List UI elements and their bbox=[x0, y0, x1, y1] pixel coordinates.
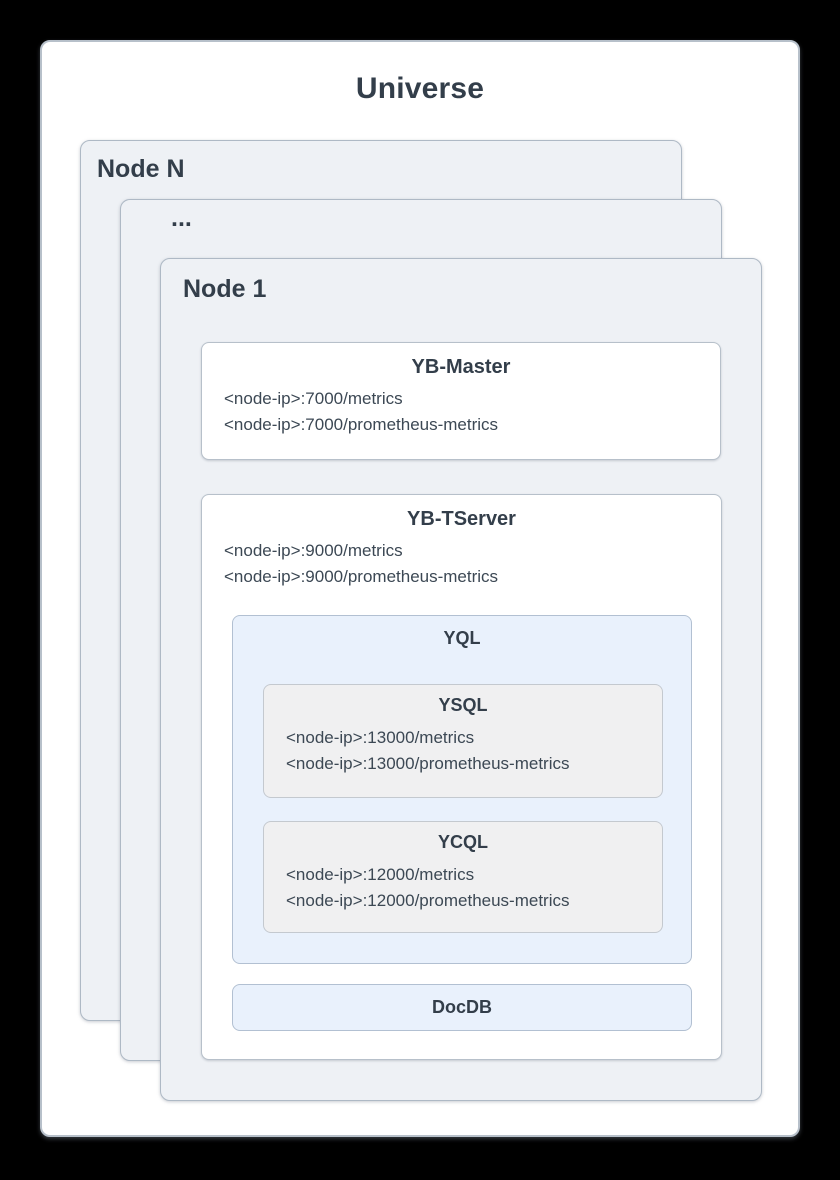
ysql-box: YSQL <node-ip>:13000/metrics <node-ip>:1… bbox=[263, 684, 663, 798]
ycql-endpoint-metrics: <node-ip>:12000/metrics bbox=[286, 865, 475, 884]
ycql-title: YCQL bbox=[437, 832, 488, 852]
node-n-label: Node N bbox=[97, 155, 185, 183]
node-1-box: Node 1 YB-Master <node-ip>:7000/metrics … bbox=[160, 258, 762, 1101]
yb-tserver-box: YB-TServer <node-ip>:9000/metrics <node-… bbox=[201, 494, 722, 1060]
ysql-endpoint-prometheus: <node-ip>:13000/prometheus-metrics bbox=[286, 754, 570, 773]
universe-container: Universe Node N ... Node 1 YB-Master <no… bbox=[40, 40, 800, 1137]
yb-tserver-endpoint-prometheus: <node-ip>:9000/prometheus-metrics bbox=[224, 567, 499, 586]
yb-master-title: YB-Master bbox=[411, 356, 511, 378]
ycql-box: YCQL <node-ip>:12000/metrics <node-ip>:1… bbox=[263, 821, 663, 933]
universe-title: Universe bbox=[355, 72, 485, 105]
yb-tserver-endpoints: <node-ip>:9000/metrics <node-ip>:9000/pr… bbox=[202, 538, 721, 590]
ycql-endpoints: <node-ip>:12000/metrics <node-ip>:12000/… bbox=[264, 862, 662, 914]
yb-master-endpoint-prometheus: <node-ip>:7000/prometheus-metrics bbox=[224, 415, 499, 434]
node-ellipsis-label: ... bbox=[171, 204, 192, 232]
docdb-title: DocDB bbox=[431, 997, 492, 1017]
ysql-endpoints: <node-ip>:13000/metrics <node-ip>:13000/… bbox=[264, 725, 662, 777]
yb-tserver-endpoint-metrics: <node-ip>:9000/metrics bbox=[224, 541, 403, 560]
ysql-endpoint-metrics: <node-ip>:13000/metrics bbox=[286, 728, 475, 747]
yb-master-endpoint-metrics: <node-ip>:7000/metrics bbox=[224, 389, 403, 408]
ycql-endpoint-prometheus: <node-ip>:12000/prometheus-metrics bbox=[286, 891, 570, 910]
ysql-title: YSQL bbox=[438, 695, 488, 715]
yql-title: YQL bbox=[443, 628, 481, 648]
docdb-box: DocDB bbox=[232, 984, 692, 1031]
yb-master-box: YB-Master <node-ip>:7000/metrics <node-i… bbox=[201, 342, 721, 460]
node-1-label: Node 1 bbox=[183, 275, 267, 303]
yql-box: YQL YSQL <node-ip>:13000/metrics <node-i… bbox=[232, 615, 692, 964]
yb-master-endpoints: <node-ip>:7000/metrics <node-ip>:7000/pr… bbox=[202, 386, 720, 438]
yb-tserver-title: YB-TServer bbox=[407, 508, 516, 530]
